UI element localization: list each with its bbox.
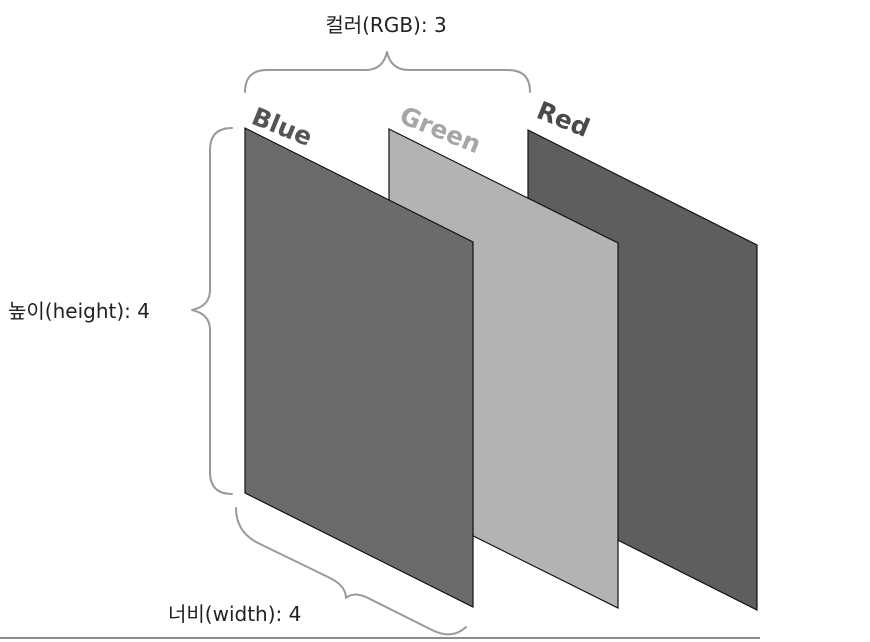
width-brace [235, 507, 467, 636]
channels-brace [244, 51, 531, 93]
red-channel-label: Red [533, 96, 594, 143]
height-brace [191, 127, 233, 495]
height-label: 높이(height): 4 [8, 299, 150, 323]
width-label: 너비(width): 4 [168, 602, 301, 626]
channels-label: 컬러(RGB): 3 [325, 13, 446, 37]
blue-channel-plane [244, 127, 474, 608]
